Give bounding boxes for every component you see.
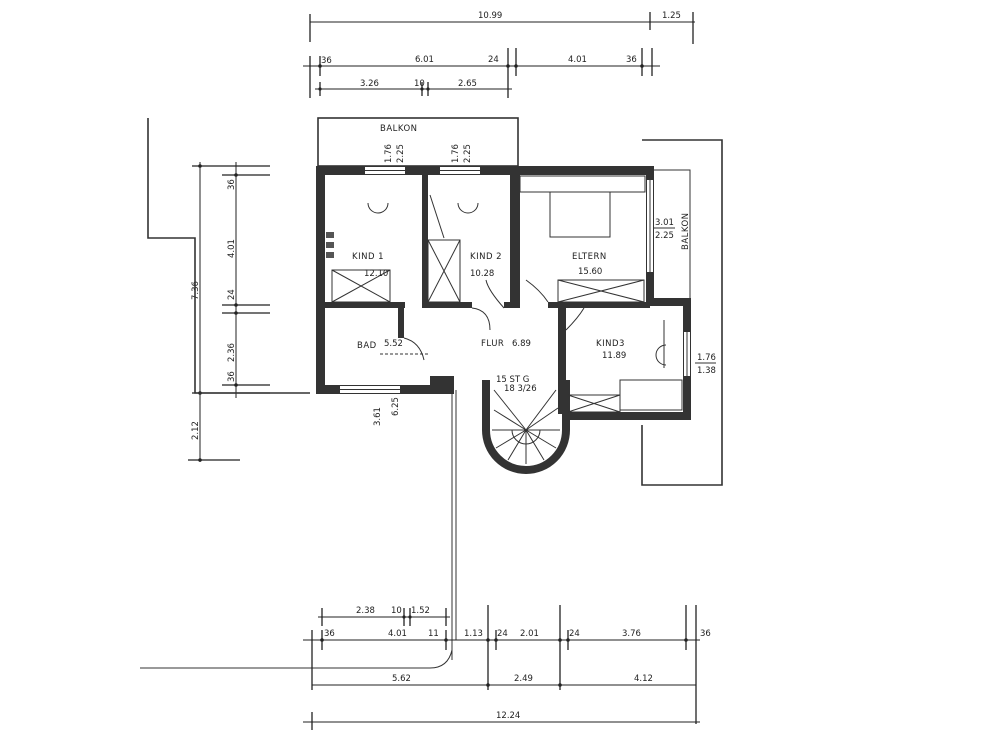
dim-bottom-partition: 10 [391, 606, 402, 616]
room-flur-area: 6.89 [512, 339, 531, 349]
room-bad-area: 5.52 [384, 339, 403, 349]
dim-partition: 10 [414, 79, 425, 89]
dim-left-lower: 2.12 [191, 421, 201, 440]
dim-bottom-bad-span: 4.01 [388, 629, 407, 639]
dim-bottom-small: 11 [428, 629, 439, 639]
dim-bottom-wall-right: 36 [700, 629, 711, 639]
bottom-dimensions: 2.38 10 1.52 36 4.01 11 1.13 24 2.01 24 … [303, 605, 711, 730]
window2-height: 2.25 [463, 144, 473, 163]
window1-height: 2.25 [396, 144, 406, 163]
stairs-label-2: 18 3/26 [504, 384, 537, 394]
site-outline [140, 117, 723, 669]
dim-top-inner-wall: 24 [488, 55, 499, 65]
dim-left-bad-depth: 2.36 [227, 343, 237, 362]
room-kind1-area: 12.10 [364, 269, 388, 279]
dim-left-total: 7.36 [191, 281, 201, 300]
dim-left-wall-bottom: 36 [227, 371, 237, 382]
dim-bottom-east: 4.12 [634, 674, 653, 684]
stairs-label-1: 15 ST G [496, 375, 529, 385]
room-kind1-name: KIND 1 [352, 252, 384, 262]
window3-width: 3.01 [655, 218, 674, 228]
window3-height: 2.25 [655, 231, 674, 241]
dim-top-wall-right: 36 [626, 55, 637, 65]
dim-bottom-entry: 1.13 [464, 629, 483, 639]
dim-top-total: 10.99 [478, 11, 502, 21]
dim-top-right-span: 4.01 [568, 55, 587, 65]
dim-left-kind1-depth: 4.01 [227, 239, 237, 258]
room-kind2-area: 10.28 [470, 269, 494, 279]
dim-kind1-width: 3.26 [360, 79, 379, 89]
room-kind2-name: KIND 2 [470, 252, 502, 262]
dim-bottom-wall-mid1: 24 [497, 629, 508, 639]
dim-top-overhang: 1.25 [662, 11, 681, 21]
room-labels: KIND 1 12.10 KIND 2 10.28 ELTERN 15.60 B… [352, 124, 691, 394]
window-dimensions: 1.76 2.25 1.76 2.25 3.01 2.25 1.76 1.38 … [373, 144, 716, 426]
window2-width: 1.76 [451, 144, 461, 163]
fixtures [331, 175, 683, 464]
dim-bottom-wall-left: 36 [324, 629, 335, 639]
dim-left-wall-top: 36 [227, 179, 237, 190]
building-walls [316, 166, 691, 474]
room-bad-name: BAD [357, 341, 377, 351]
left-dimensions: 36 4.01 24 2.36 36 7.36 2.12 [188, 162, 270, 462]
room-kind3-name: KIND3 [596, 339, 625, 349]
room-flur-name: FLUR [481, 339, 504, 349]
dim-bottom-stairs: 2.01 [520, 629, 539, 639]
dim-bottom-bad-width: 2.38 [356, 606, 375, 616]
dim-kind2-width: 2.65 [458, 79, 477, 89]
dim-top-left-span: 6.01 [415, 55, 434, 65]
dim-bottom-total: 12.24 [496, 711, 520, 721]
dim-top-wall-left: 36 [321, 56, 332, 66]
window4-height: 1.38 [697, 366, 716, 376]
room-eltern-area: 15.60 [578, 267, 602, 277]
room-kind3-area: 11.89 [602, 351, 626, 361]
balcony-top-label: BALKON [380, 124, 418, 134]
dim-bottom-west: 5.62 [392, 674, 411, 684]
room-eltern-name: ELTERN [572, 252, 607, 262]
dim-bottom-middle: 2.49 [514, 674, 533, 684]
window5-height: 6.25 [391, 397, 401, 416]
window4-width: 1.76 [697, 353, 716, 363]
window1-width: 1.76 [384, 144, 394, 163]
dim-bottom-kind3-span: 3.76 [622, 629, 641, 639]
dim-bottom-door-width: 1.52 [411, 606, 430, 616]
dim-left-inner-wall: 24 [227, 289, 237, 300]
top-dimensions: 10.99 1.25 36 6.01 24 4.01 36 3.26 10 2.… [303, 11, 695, 98]
balcony-right-label: BALKON [681, 212, 691, 250]
window5-width: 3.61 [373, 407, 383, 426]
dim-bottom-wall-mid2: 24 [569, 629, 580, 639]
